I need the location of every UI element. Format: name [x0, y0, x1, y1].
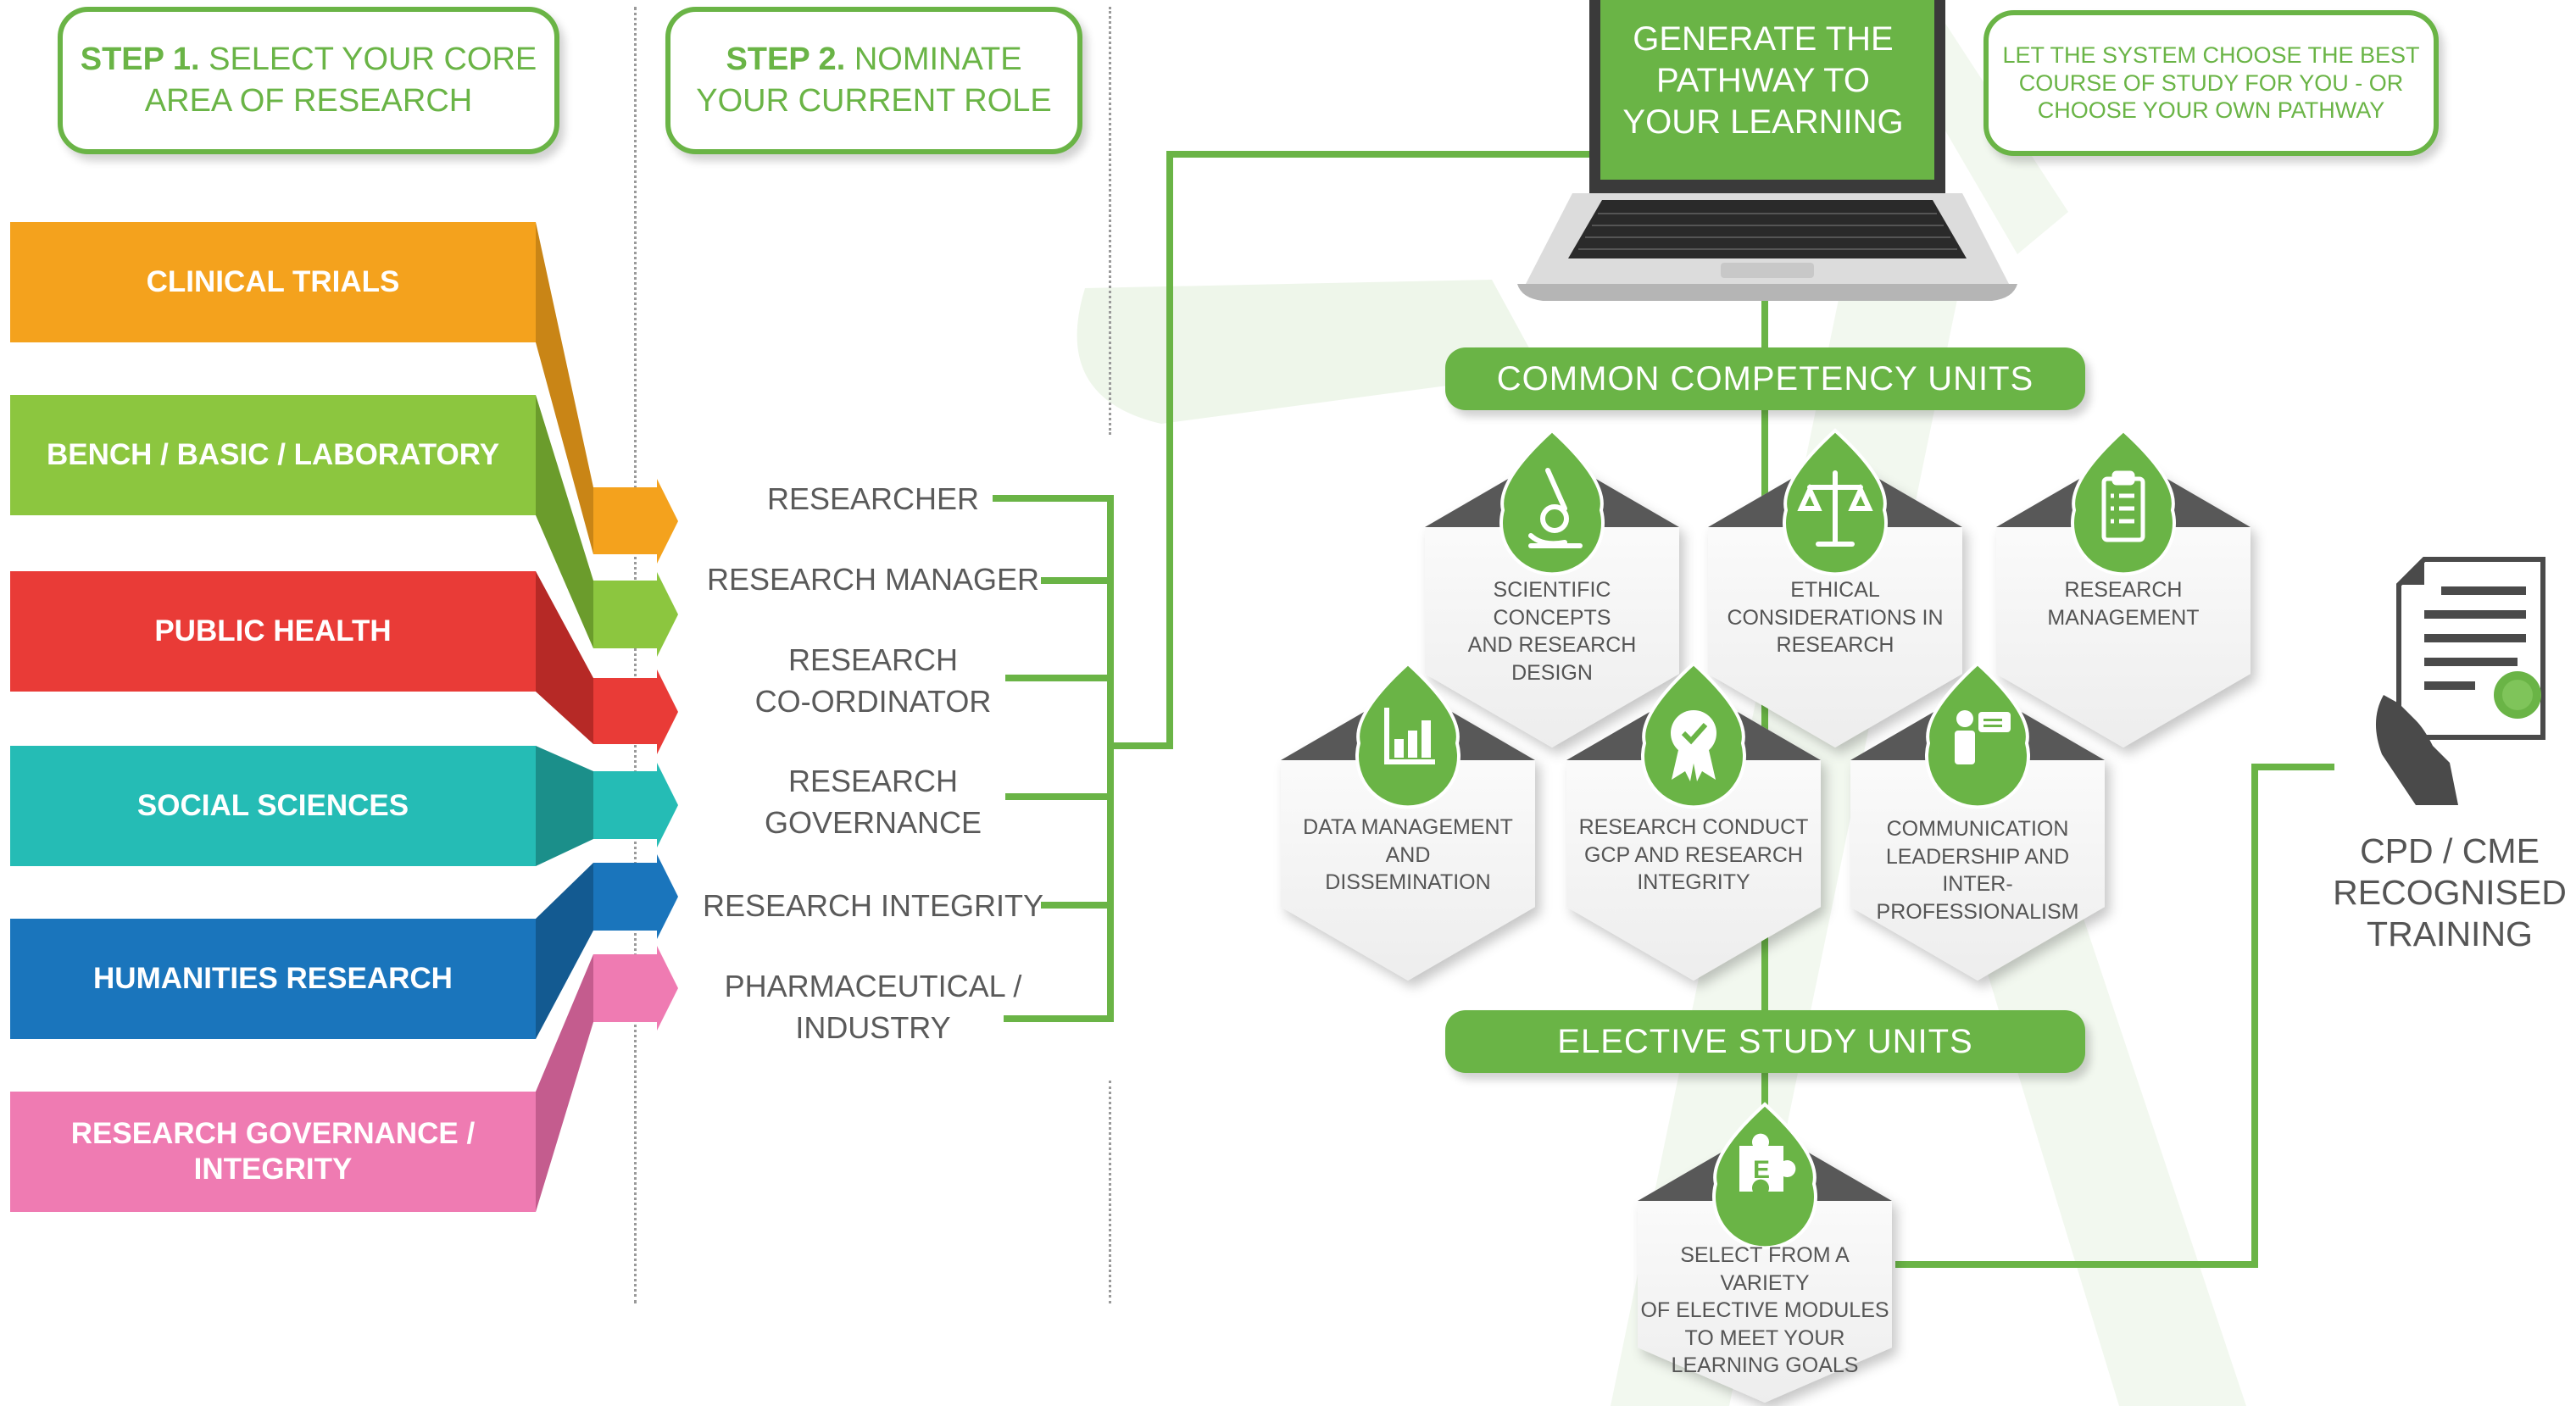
unit-label-data-management: DATA MANAGEMENT AND DISSEMINATION: [1289, 814, 1527, 897]
elective-line: TO MEET YOUR: [1684, 1325, 1845, 1350]
unit-label-research-conduct: RESEARCH CONDUCT GCP AND RESEARCH INTEGRIT…: [1575, 814, 1812, 897]
role-research-governance[interactable]: RESEARCH GOVERNANCE: [729, 761, 1017, 843]
research-area-label: PUBLIC HEALTH: [154, 614, 392, 647]
generate-pathway-label[interactable]: GENERATE THE PATHWAY TO YOUR LEARNING: [1594, 19, 1933, 142]
separator-line: [1109, 1081, 1111, 1303]
research-area-label: HUMANITIES RESEARCH: [93, 962, 453, 995]
research-area-clinical-trials[interactable]: CLINICAL TRIALS: [10, 222, 536, 342]
puzzle-icon: E: [1739, 1133, 1796, 1192]
separator-line: [634, 7, 637, 1303]
laptop-icon: [1517, 0, 2017, 301]
unit-label-line: RESEARCH: [1776, 633, 1894, 657]
common-competency-units-header: COMMON COMPETENCY UNITS: [1445, 347, 2085, 410]
system-note-line: LET THE SYSTEM CHOOSE THE BEST: [2002, 42, 2420, 69]
role-researcher[interactable]: RESEARCHER: [729, 479, 1017, 520]
unit-label-line: DISSEMINATION: [1325, 870, 1491, 894]
role-label: GOVERNANCE: [764, 804, 982, 840]
generate-line: PATHWAY TO: [1656, 61, 1870, 99]
unit-label-line: ETHICAL: [1790, 578, 1880, 602]
role-label: INDUSTRY: [795, 1009, 951, 1045]
clipboard-icon: [2101, 470, 2145, 542]
research-area-label: CLINICAL TRIALS: [146, 265, 400, 298]
step-2-box: STEP 2. NOMINATE YOUR CURRENT ROLE: [665, 7, 1082, 154]
generate-line: YOUR LEARNING: [1622, 103, 1904, 141]
certificate-icon: [2375, 557, 2545, 805]
unit-label-line: SCIENTIFIC CONCEPTS: [1493, 578, 1611, 630]
unit-label-line: DATA MANAGEMENT: [1303, 815, 1513, 839]
pill-label: ELECTIVE STUDY UNITS: [1557, 1022, 1973, 1060]
unit-label-line: COMMUNICATION: [1886, 817, 2069, 841]
unit-label-line: INTEGRITY: [1637, 870, 1750, 894]
unit-label-line: RESEARCH CONDUCT: [1578, 815, 1809, 839]
role-label: RESEARCH MANAGER: [706, 562, 1040, 597]
role-label: RESEARCH: [787, 764, 959, 798]
cpd-line: RECOGNISED: [2333, 873, 2567, 913]
elective-description: SELECT FROM A VARIETY OF ELECTIVE MODULES…: [1638, 1242, 1892, 1380]
step-2-line1: NOMINATE: [854, 41, 1022, 77]
research-area-public-health[interactable]: PUBLIC HEALTH: [10, 571, 536, 692]
research-area-bench-laboratory[interactable]: BENCH / BASIC / LABORATORY: [10, 395, 536, 515]
step-1-line2: AREA OF RESEARCH: [144, 83, 473, 119]
role-label: RESEARCH INTEGRITY: [702, 888, 1044, 923]
elective-line: OF ELECTIVE MODULES: [1640, 1298, 1889, 1322]
cpd-line: CPD / CME: [2360, 831, 2540, 870]
unit-label-line: RESEARCH: [2064, 578, 2183, 602]
research-area-governance[interactable]: RESEARCH GOVERNANCE / INTEGRITY: [10, 1092, 536, 1212]
role-label: RESEARCHER: [766, 481, 980, 516]
cpd-line: TRAINING: [2367, 914, 2533, 954]
unit-label-line: GCP AND RESEARCH: [1584, 842, 1803, 867]
pill-label: COMMON COMPETENCY UNITS: [1496, 359, 2034, 397]
role-research-manager[interactable]: RESEARCH MANAGER: [695, 559, 1051, 601]
unit-label-line: DESIGN: [1511, 660, 1593, 685]
role-pharmaceutical-industry[interactable]: PHARMACEUTICAL / INDUSTRY: [712, 966, 1034, 1048]
research-area-label: BENCH / BASIC / LABORATORY: [46, 438, 500, 471]
separator-line: [1109, 7, 1111, 435]
role-research-coordinator[interactable]: RESEARCH CO-ORDINATOR: [729, 640, 1017, 722]
microscope-icon: [1528, 468, 1583, 548]
unit-label-line: AND RESEARCH: [1467, 633, 1637, 657]
elective-study-units-header: ELECTIVE STUDY UNITS: [1445, 1010, 2085, 1073]
role-research-integrity[interactable]: RESEARCH INTEGRITY: [695, 886, 1051, 927]
role-label: PHARMACEUTICAL /: [724, 969, 1022, 1003]
system-note-line: COURSE OF STUDY FOR YOU - OR: [2018, 69, 2404, 96]
research-area-social-sciences[interactable]: SOCIAL SCIENCES: [10, 746, 536, 866]
step-2-line2: YOUR CURRENT ROLE: [696, 83, 1052, 119]
elective-line: LEARNING GOALS: [1671, 1353, 1859, 1377]
unit-label-line: CONSIDERATIONS IN: [1727, 605, 1944, 630]
unit-label-scientific-concepts: SCIENTIFIC CONCEPTS AND RESEARCH DESIGN: [1433, 576, 1671, 686]
role-label: CO-ORDINATOR: [754, 683, 992, 719]
step-1-line1: SELECT YOUR CORE: [209, 41, 537, 77]
unit-label-research-management: RESEARCH MANAGEMENT: [2005, 576, 2242, 631]
bar-chart-icon: [1384, 708, 1435, 764]
cpd-cme-label: CPD / CME RECOGNISED TRAINING: [2323, 831, 2576, 956]
elective-line: SELECT FROM A VARIETY: [1680, 1243, 1850, 1295]
unit-label-ethical-considerations: ETHICAL CONSIDERATIONS IN RESEARCH: [1716, 576, 1954, 659]
ribbon-connectors: [536, 222, 678, 1212]
elective-badge: E: [1753, 1156, 1770, 1184]
scales-icon: [1797, 470, 1873, 547]
unit-label-line: LEADERSHIP AND INTER-: [1885, 844, 2070, 897]
step-1-box: STEP 1. SELECT YOUR CORE AREA OF RESEARCH: [58, 7, 559, 154]
system-note-line: CHOOSE YOUR OWN PATHWAY: [2037, 97, 2385, 124]
unit-label-line: AND: [1385, 842, 1431, 867]
generate-line: GENERATE THE: [1633, 20, 1894, 58]
award-icon: [1671, 710, 1716, 781]
research-area-label: SOCIAL SCIENCES: [136, 789, 409, 822]
research-area-humanities[interactable]: HUMANITIES RESEARCH: [10, 919, 536, 1039]
step-1-prefix: STEP 1.: [80, 41, 200, 77]
presenter-icon: [1955, 710, 2011, 764]
role-label: RESEARCH: [787, 642, 959, 677]
research-area-label: RESEARCH GOVERNANCE / INTEGRITY: [70, 1117, 476, 1186]
unit-label-line: PROFESSIONALISM: [1876, 899, 2079, 924]
unit-label-line: MANAGEMENT: [2047, 605, 2200, 630]
unit-label-communication: COMMUNICATION LEADERSHIP AND INTER-PROFES…: [1850, 815, 2105, 925]
step-2-prefix: STEP 2.: [726, 41, 846, 77]
